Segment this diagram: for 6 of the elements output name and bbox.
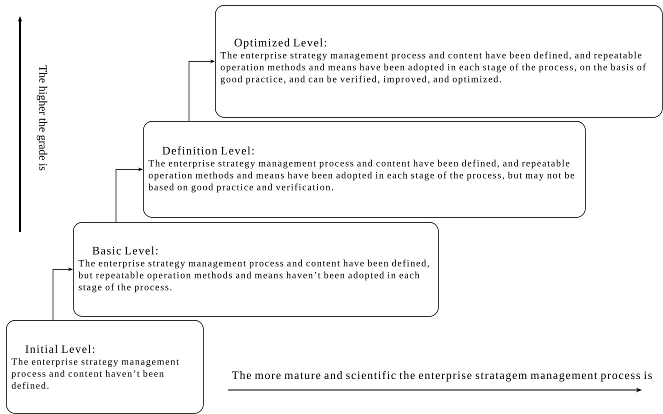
level-box: Optimized Level: The enterprise strategy management process and content have been defined, and repeatable operation methods and means have been adopted in each stage of the process, on the basis of good practice, and can be verified, improved, and optimized. [215,5,663,118]
axis-label: The more mature and scientific the enterprise stratagem management process is [232,370,652,382]
level-box: Definition Level: The enterprise strategy management process and content have been defined, and repeatable operation methods and means have been adopted in each stage of the process, but may not be based on good practice and verification. [143,121,586,218]
level-box: Basic Level: The enterprise strategy management process and content have been defined, but repeatable operation methods and means haven’t been adopted in each stage of the process. [73,222,439,317]
axis-label: The higher the grade is [36,65,48,170]
level-box: Initial Level: The enterprise strategy management process and content haven’t been defined. [6,320,204,414]
